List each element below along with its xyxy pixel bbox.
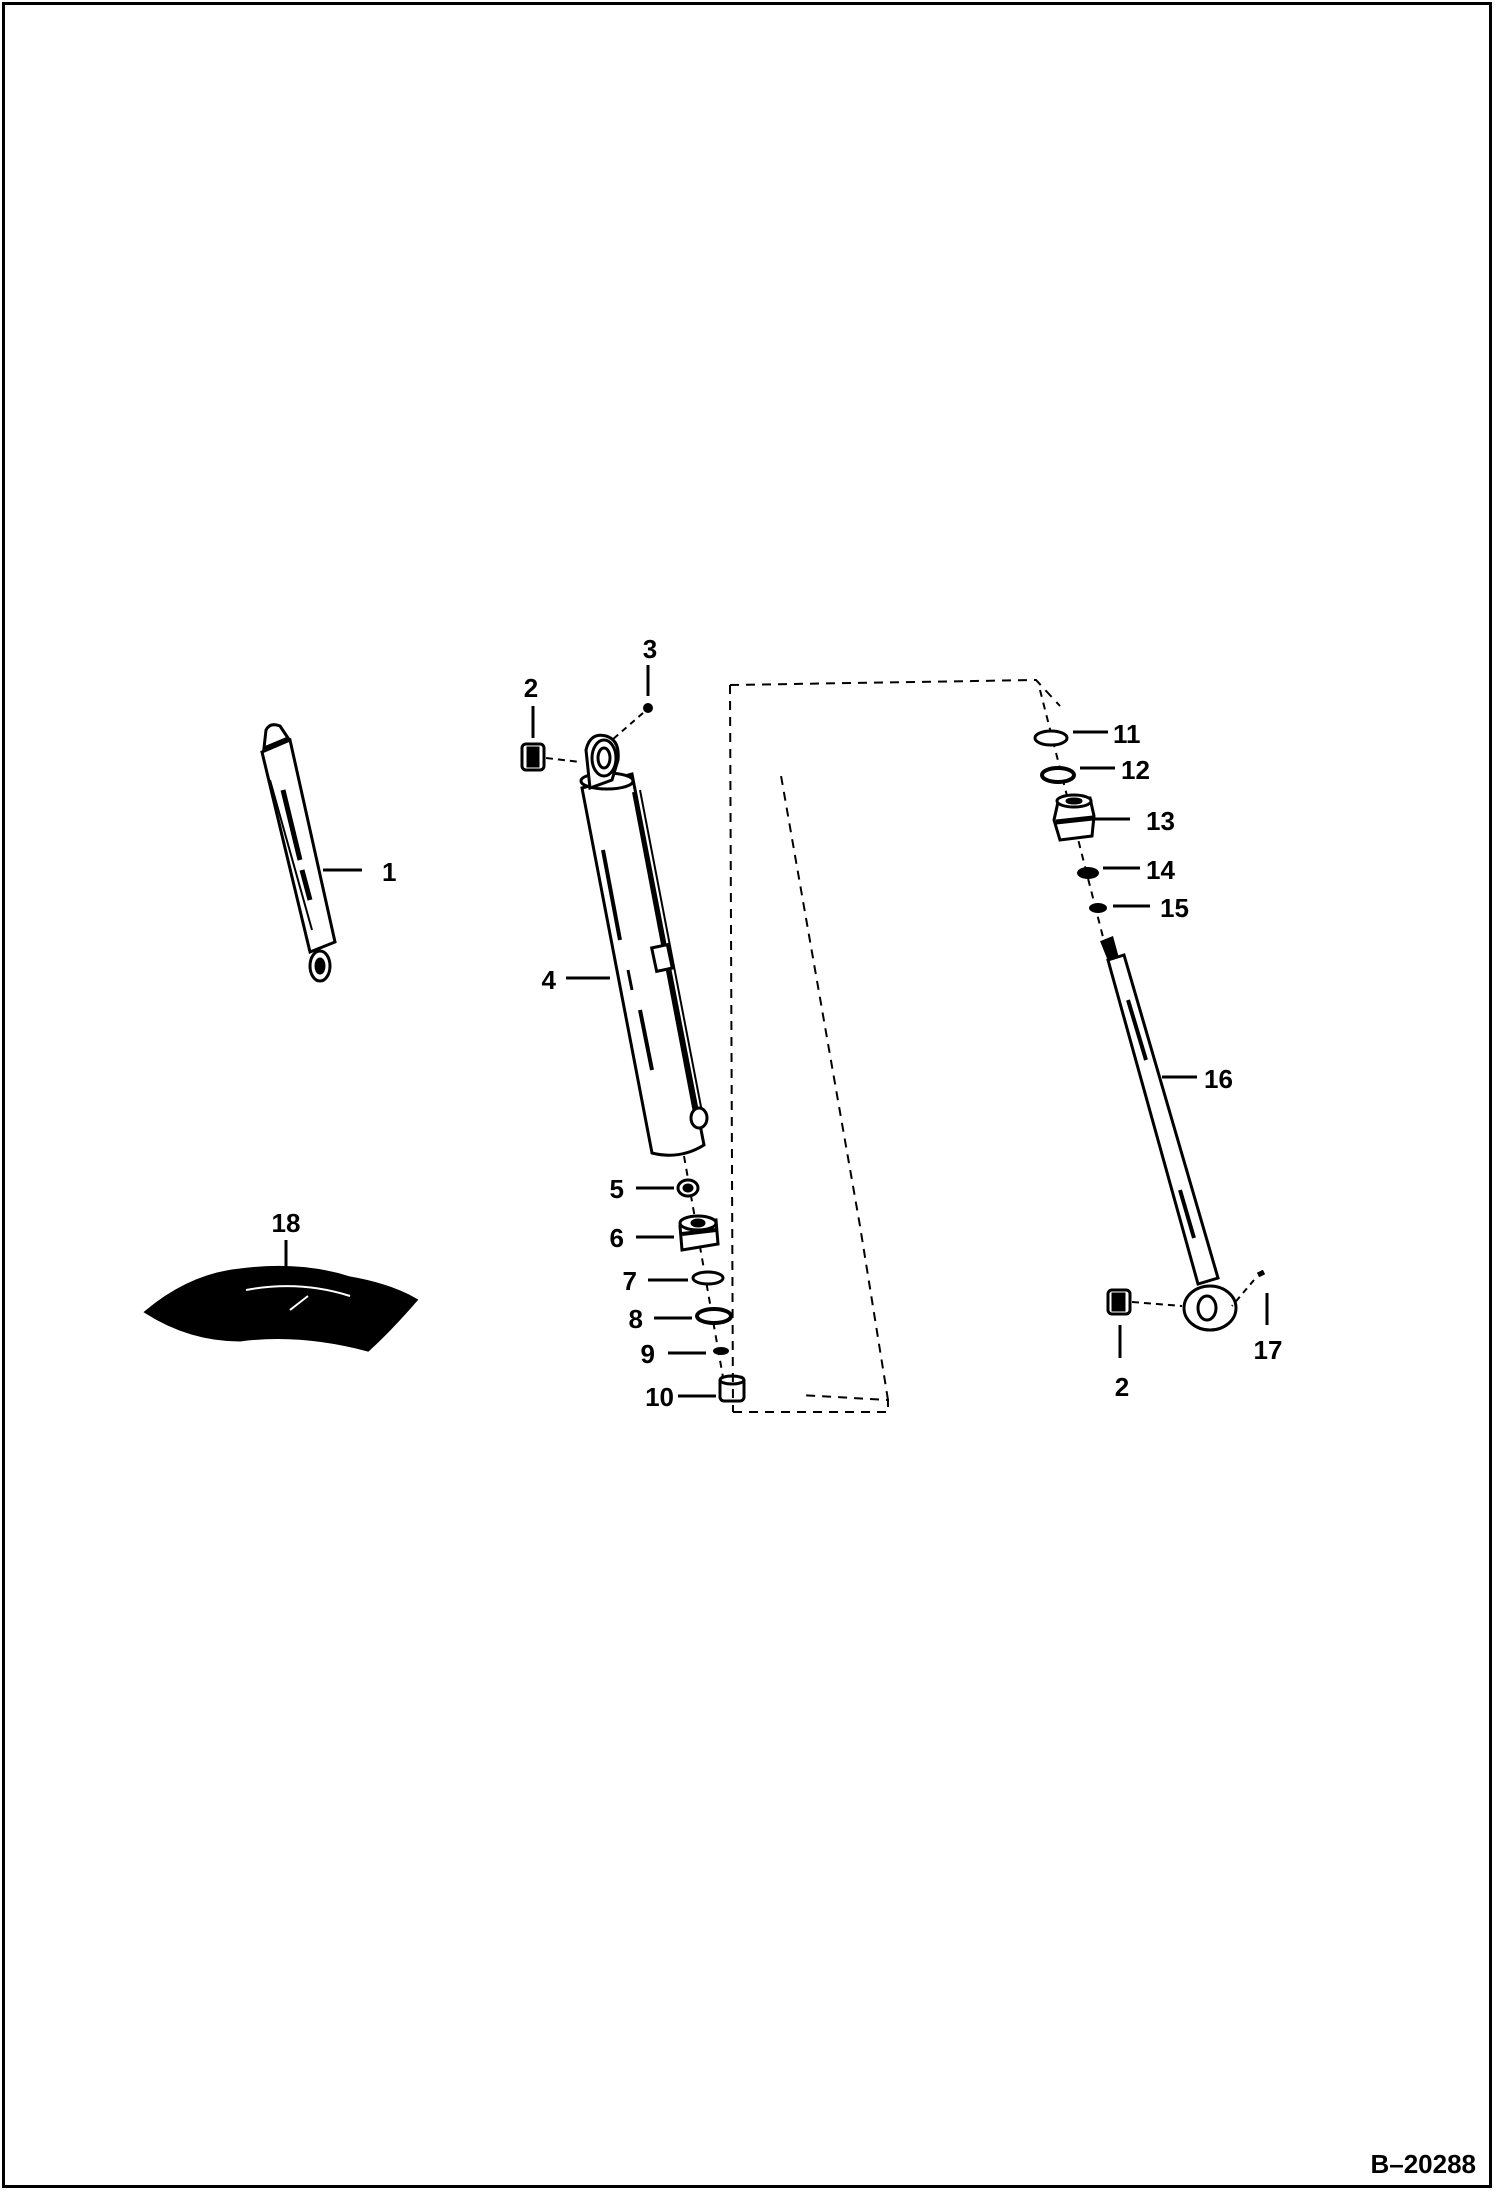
- part-2-bushing-upper: [520, 742, 546, 772]
- callout-9: 9: [641, 1339, 655, 1369]
- part-9-seal: [713, 1347, 729, 1355]
- part-1-cylinder-assembly: [260, 723, 337, 983]
- part-8-backup-ring: [695, 1307, 733, 1325]
- dash-17: [1231, 1279, 1255, 1307]
- part-6-piston: [678, 1214, 720, 1252]
- part-18-decal: [143, 1265, 419, 1352]
- callout-1: 1: [382, 857, 396, 887]
- dash-2b: [1131, 1301, 1183, 1307]
- callout-8: 8: [629, 1304, 643, 1334]
- part-11-o-ring: [1033, 729, 1069, 747]
- callout-3: 3: [643, 634, 657, 664]
- part-17-grease-fitting: [1256, 1269, 1266, 1278]
- part-5-nut: [676, 1178, 700, 1198]
- callout-6: 6: [610, 1223, 624, 1253]
- callout-11: 11: [1113, 719, 1141, 749]
- callout-13: 13: [1146, 806, 1175, 836]
- part-15-seal: [1089, 903, 1107, 913]
- part-12-backup-ring: [1040, 766, 1076, 784]
- dash-3: [611, 712, 644, 741]
- part-2-bushing-lower: [1106, 1288, 1132, 1316]
- callout-14: 14: [1146, 855, 1175, 885]
- callout-15: 15: [1160, 893, 1189, 923]
- callout-10: 10: [645, 1382, 674, 1412]
- drawing-reference-number: B–20288: [1370, 2149, 1476, 2179]
- callout-4: 4: [542, 965, 557, 995]
- callout-17: 17: [1254, 1335, 1283, 1365]
- callout-2-upper: 2: [524, 673, 538, 703]
- part-16-rod: [1100, 935, 1238, 1332]
- callout-7: 7: [623, 1266, 637, 1296]
- dash-2a: [545, 757, 581, 763]
- part-3-grease-fitting: [643, 703, 653, 713]
- part-13-gland: [1052, 793, 1096, 842]
- callout-12: 12: [1121, 755, 1150, 785]
- callout-2-lower: 2: [1115, 1372, 1129, 1402]
- part-4-barrel: [579, 733, 709, 1157]
- part-7-o-ring: [691, 1270, 725, 1286]
- callout-16: 16: [1204, 1064, 1233, 1094]
- callout-5: 5: [610, 1174, 624, 1204]
- part-14-wiper: [1077, 867, 1099, 879]
- callout-18: 18: [272, 1208, 301, 1238]
- seal-kit-bracket: [729, 678, 1061, 1413]
